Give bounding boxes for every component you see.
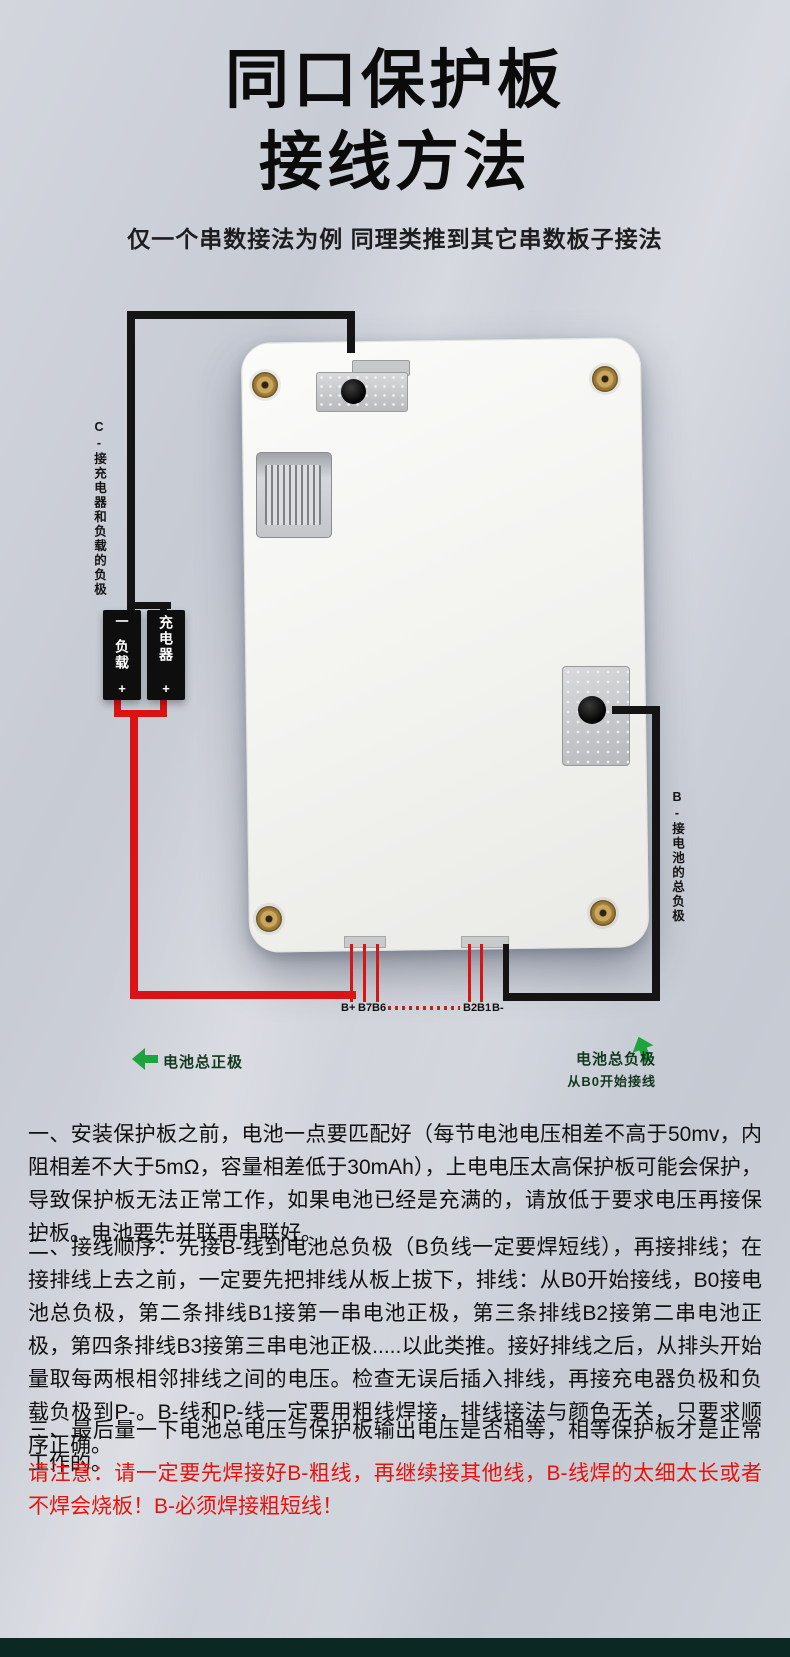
- battery-negative-label: 电池总负极: [575, 1051, 656, 1068]
- wire-c-minus-branch: [127, 602, 171, 609]
- wire-balance-b7: [363, 944, 366, 1002]
- page-title-line2: 接线方法: [259, 126, 531, 198]
- battery-negative-note: 从B0开始接线: [567, 1074, 656, 1089]
- page-title-line1: 同口保护板: [225, 44, 565, 116]
- pin-label-b1: B1: [477, 1002, 492, 1014]
- wire-balance-b1: [480, 944, 483, 1002]
- corner-screw-icon: [590, 900, 616, 926]
- arrow-left-icon: [132, 1048, 158, 1070]
- load-label: 负载: [114, 639, 130, 671]
- top-connector-hole-icon: [341, 379, 366, 404]
- pin-label-b6: B6: [372, 1002, 387, 1014]
- page-subtitle: 仅一个串数接法为例 同理类推到其它串数板子接法: [127, 226, 663, 252]
- connector-pins: [265, 465, 321, 525]
- wire-c-minus-top: [127, 311, 355, 319]
- wire-c-minus-charger-stub: [160, 602, 167, 614]
- b-minus-wire-label: B-接电池的总负极: [670, 790, 684, 924]
- corner-screw-icon: [592, 366, 618, 392]
- wire-b-minus-pin-stub: [503, 944, 509, 998]
- b-minus-hole-icon: [578, 696, 606, 724]
- wire-b-minus-right: [652, 706, 660, 1001]
- wire-b-minus-bottom: [503, 993, 660, 1001]
- pin-label-b7: B7: [358, 1002, 373, 1014]
- wire-red-merge: [114, 710, 167, 717]
- wire-c-minus-left: [127, 311, 135, 614]
- wire-balance-b2: [468, 944, 471, 1002]
- pin-label-b2: B2: [463, 1002, 478, 1014]
- wire-balance-b6: [376, 944, 379, 1002]
- c-minus-wire-label: C-接充电器和负载的负极: [92, 420, 106, 597]
- corner-screw-icon: [252, 372, 278, 398]
- load-device: 一 负载 +: [103, 610, 141, 700]
- wire-b-minus-out: [612, 706, 660, 714]
- wire-c-minus-stub: [347, 311, 355, 353]
- warning-note: 请注意：请一定要先焊接好B-粗线，再继续接其他线，B-线焊的太细太长或者不焊会烧…: [28, 1462, 762, 1518]
- load-plus-terminal: +: [118, 681, 126, 696]
- bottom-pad-right: [461, 936, 509, 948]
- pin-label-bplus: B+: [341, 1002, 356, 1014]
- charger-device: 充电器 +: [147, 610, 185, 700]
- pin-label-bminus: B-: [492, 1002, 504, 1014]
- pcb-board: [240, 337, 650, 953]
- instruction-step-2: 二、接线顺序：先接B-线到电池总负极（B负线一定要焊短线），再接排线；在接排线上…: [28, 1236, 762, 1457]
- wire-red-charger-stub: [160, 700, 167, 716]
- wire-red-main-vertical: [130, 710, 138, 998]
- bottom-bar: [0, 1638, 790, 1657]
- balance-ribbon-connector: [256, 452, 332, 538]
- wire-balance-bplus: [350, 944, 353, 1002]
- wire-red-bottom: [130, 991, 356, 999]
- corner-screw-icon: [256, 906, 282, 932]
- load-minus-terminal: 一: [115, 614, 129, 629]
- wire-balance-ellipsis: [388, 1006, 460, 1010]
- charger-label: 充电器: [158, 615, 174, 663]
- instruction-step-3: 三、最后量一下电池总电压与保护板输出电压是否相等，相等保护板才是正常工作的。: [28, 1419, 762, 1475]
- charger-plus-terminal: +: [162, 681, 170, 696]
- arrow-up-icon: [628, 1033, 658, 1065]
- wire-red-load-stub: [114, 700, 121, 716]
- battery-positive-label: 电池总正极: [163, 1054, 244, 1071]
- instruction-step-1: 一、安装保护板之前，电池一点要匹配好（每节电池电压相差不高于50mv，内阻相差不…: [28, 1123, 762, 1245]
